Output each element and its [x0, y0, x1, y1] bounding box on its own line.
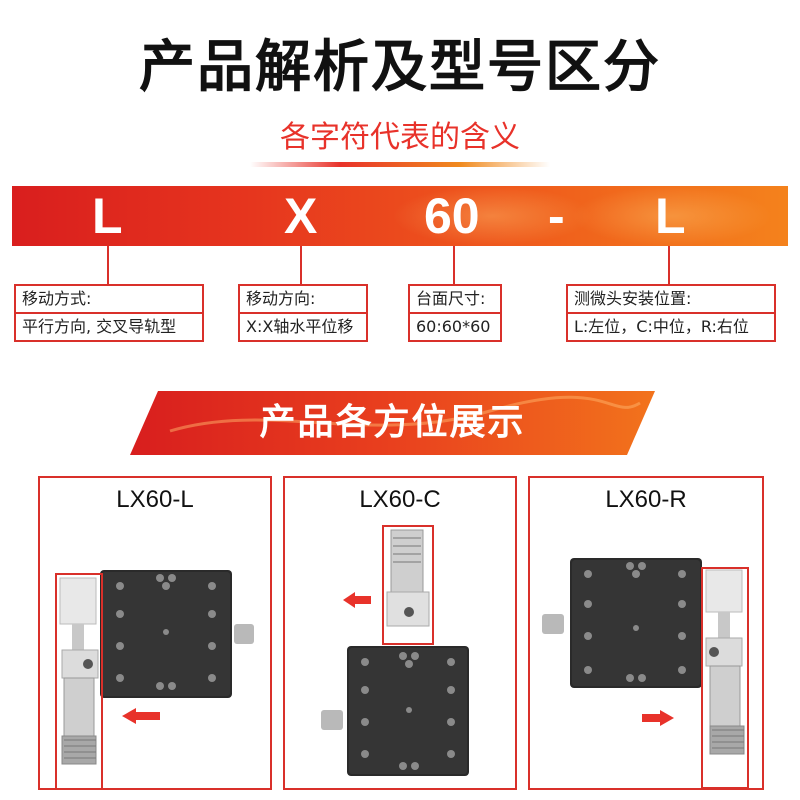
model-code-banner — [12, 186, 788, 246]
code-char-X: X — [284, 188, 318, 244]
product-panel-left: LX60-L — [38, 476, 272, 790]
stage-image-right — [542, 558, 749, 788]
stage-image-center — [321, 525, 469, 776]
page-subtitle: 各字符代表的含义 — [280, 120, 520, 155]
desc-box-motion-type: 移动方式: 平行方向, 交叉导轨型 — [14, 284, 204, 342]
product-label: LX60-L — [116, 486, 194, 513]
section-title: 产品各方位展示 — [259, 402, 526, 443]
connector-line — [668, 246, 670, 284]
product-panel-center: LX60-C — [283, 476, 517, 790]
connector-line — [300, 246, 302, 284]
desc-heading: 台面尺寸: — [410, 286, 500, 314]
product-panel-right: LX60-R — [528, 476, 764, 790]
stage-image-left — [55, 570, 254, 788]
desc-value: L:左位，C:中位，R:右位 — [574, 317, 749, 336]
page-title: 产品解析及型号区分 — [139, 35, 661, 100]
desc-value: X:X轴水平位移 — [246, 317, 354, 336]
desc-heading: 移动方式: — [16, 286, 202, 314]
connector-line — [107, 246, 109, 284]
desc-heading: 测微头安装位置: — [568, 286, 774, 314]
code-char-dash: - — [548, 188, 565, 244]
desc-box-motion-direction: 移动方向: X:X轴水平位移 — [238, 284, 368, 342]
code-char-60: 60 — [424, 188, 480, 244]
product-label: LX60-C — [359, 486, 441, 513]
section-banner — [130, 391, 655, 455]
desc-value: 平行方向, 交叉导轨型 — [22, 317, 177, 336]
product-label: LX60-R — [605, 486, 687, 513]
connector-line — [453, 246, 455, 284]
desc-heading: 移动方向: — [240, 286, 366, 314]
desc-value: 60:60*60 — [416, 317, 491, 336]
code-char-L1: L — [92, 188, 123, 244]
code-char-L2: L — [655, 188, 686, 244]
subtitle-underline — [250, 162, 550, 167]
desc-box-table-size: 台面尺寸: 60:60*60 — [408, 284, 502, 342]
desc-box-micrometer-position: 测微头安装位置: L:左位，C:中位，R:右位 — [566, 284, 776, 342]
